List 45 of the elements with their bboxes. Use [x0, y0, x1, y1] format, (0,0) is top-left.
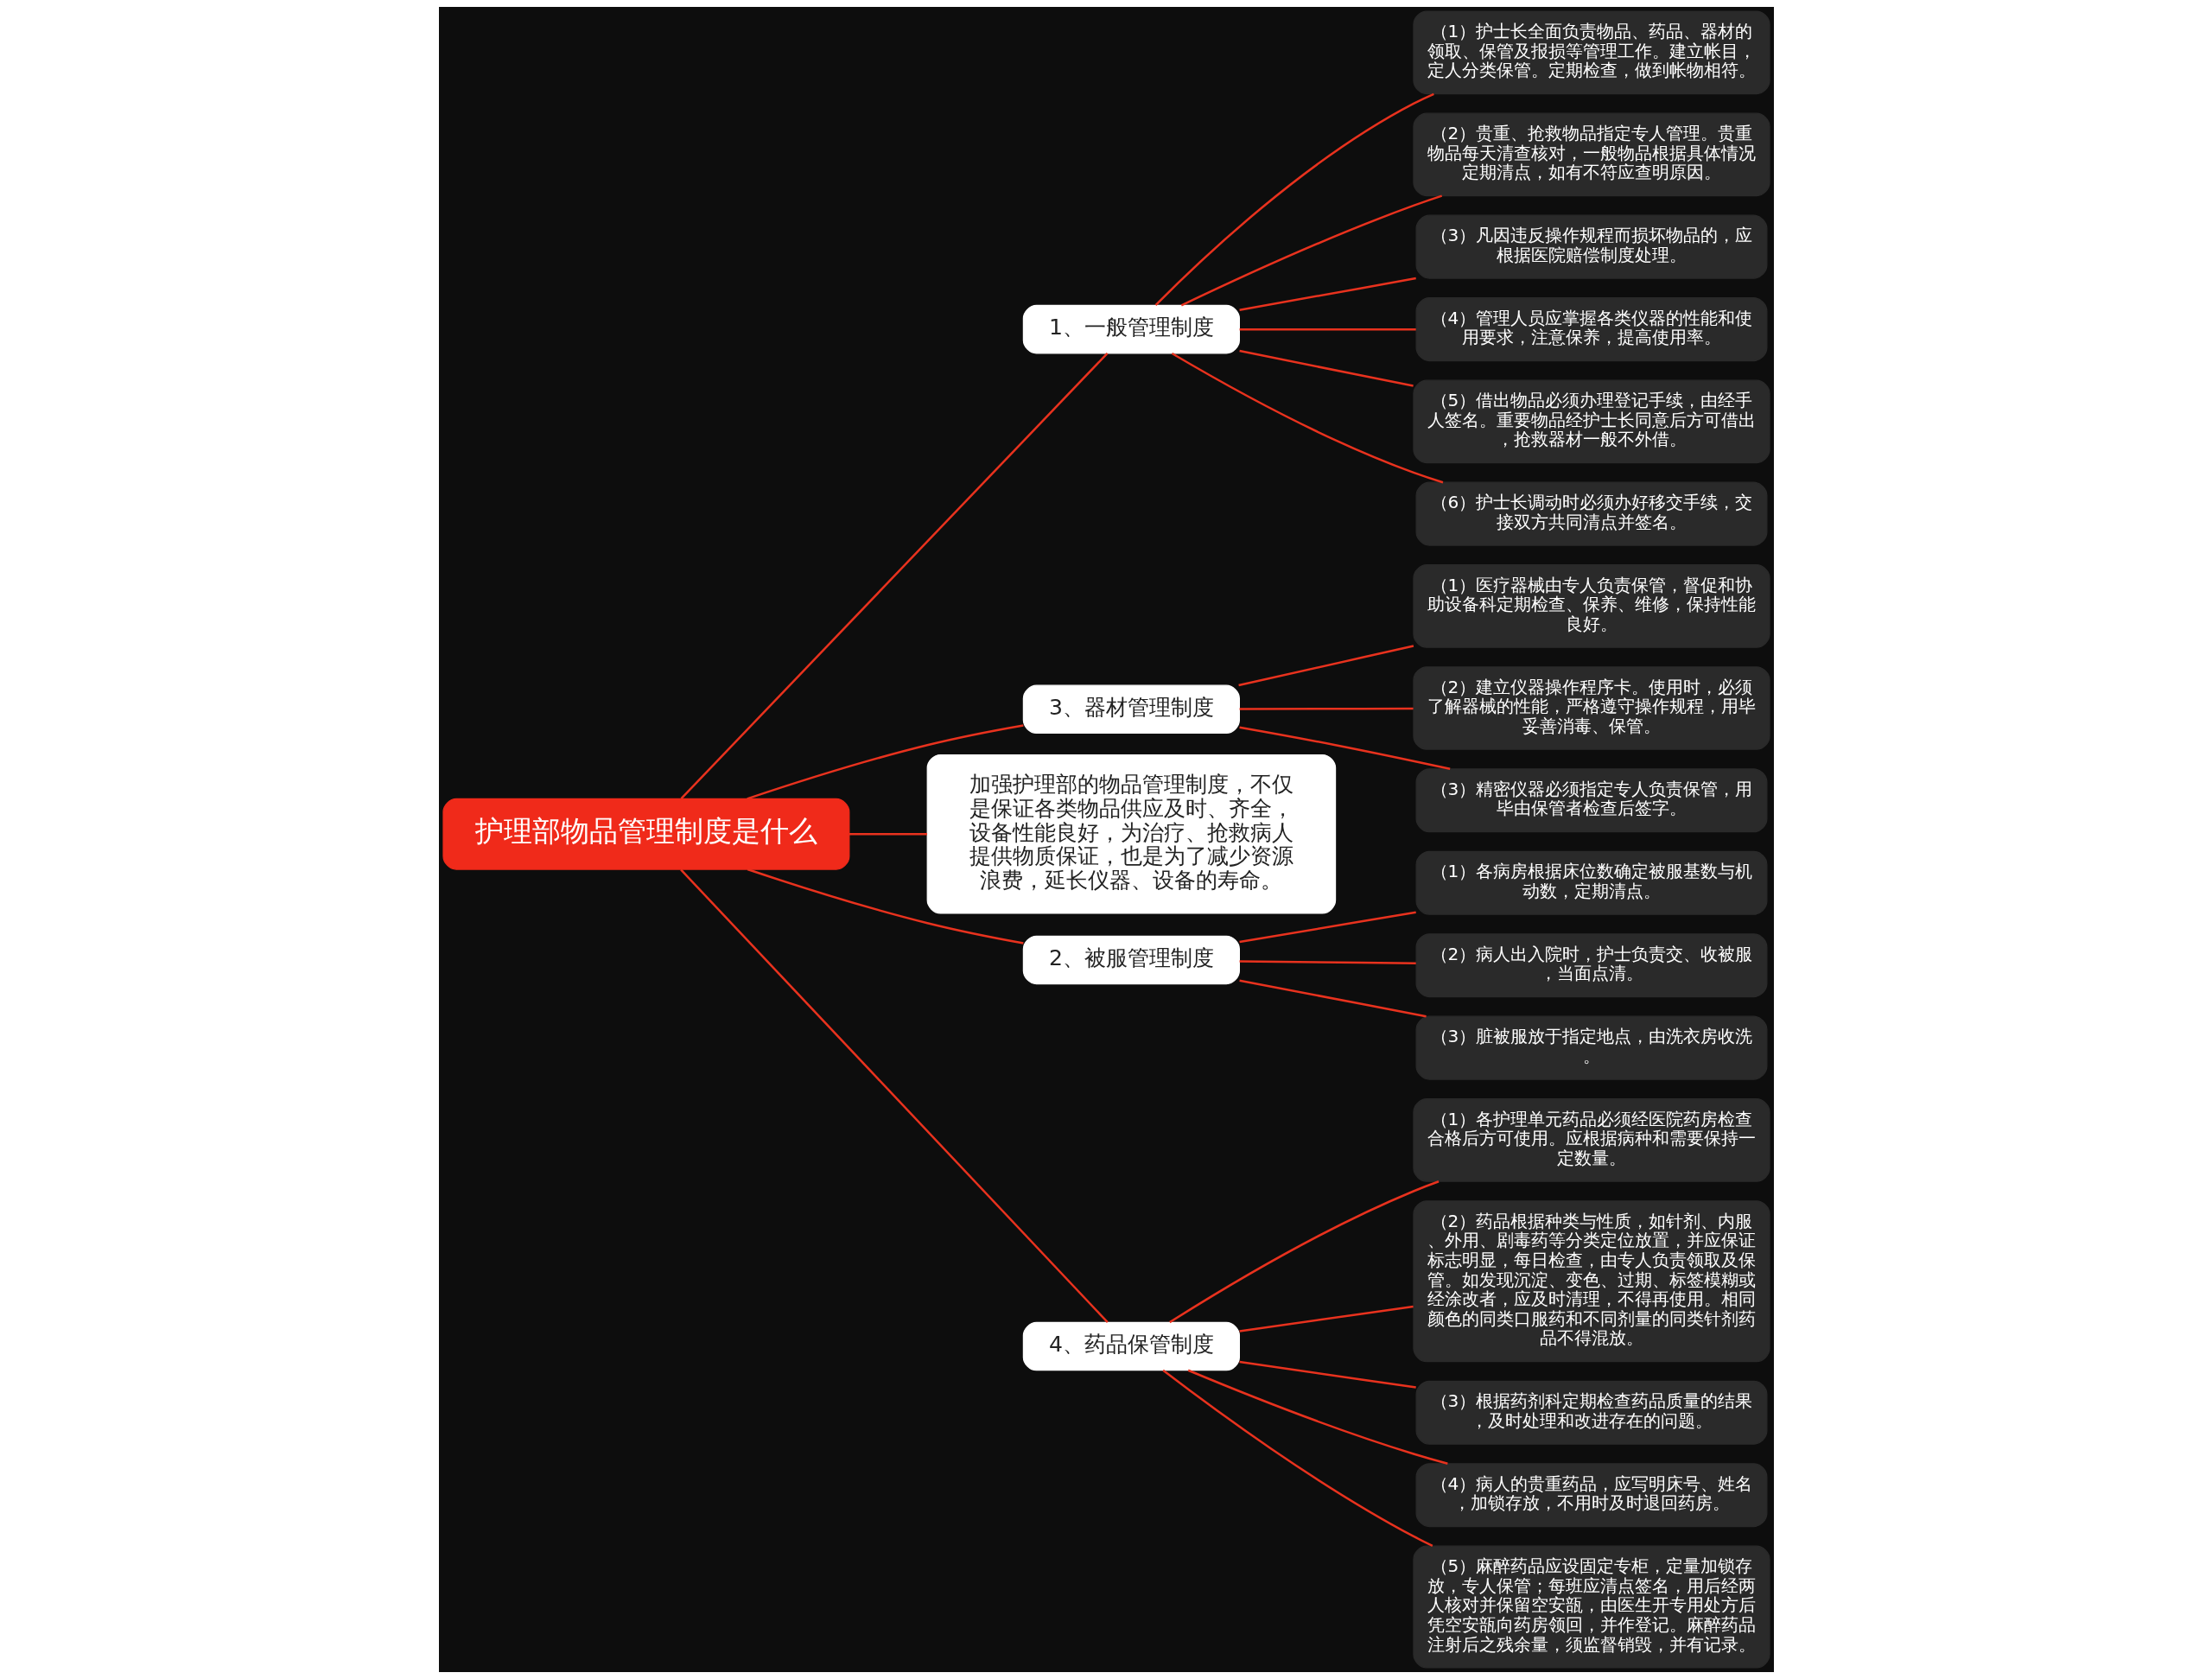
connector: [849, 832, 927, 836]
node-box: （1）护士长全面负责物品、药品、器材的领取、保管及报损等管理工作。建立帐目，定人分类保管。定期检查，做到帐物相符。: [1412, 10, 1770, 95]
node-box: （6）护士长调动时必须办好移交手续，交接双方共同清点并签名。: [1415, 481, 1767, 546]
node-box: 2、被服管理制度: [1022, 935, 1240, 985]
connector: [1238, 911, 1416, 944]
connector: [1239, 960, 1416, 965]
node-box: （1）医疗器械由专人负责保管，督促和协助设备科定期检查、保养、维修，保持性能良好。: [1412, 564, 1770, 648]
connector: [1238, 1360, 1416, 1389]
node-box: （2）建立仪器操作程序卡。使用时，必须了解器械的性能，严格遵守操作规程，用毕妥善消毒、保管。: [1412, 666, 1770, 750]
connector: [1161, 1369, 1433, 1548]
connector: [746, 724, 1024, 800]
connector: [1238, 1305, 1414, 1332]
connector: [1238, 277, 1416, 312]
connector: [679, 868, 1109, 1324]
connector: [680, 353, 1108, 799]
node-box: 加强护理部的物品管理制度，不仅是保证各类物品供应及时、齐全，设备性能良好，为治疗、抢救病人提供物质保证，也是为了减少资源浪费，延长仪器、设备的寿命。: [926, 754, 1336, 914]
node-box: （4）病人的贵重药品，应写明床号、姓名，加锁存放，不用时及时退回药房。: [1415, 1463, 1767, 1528]
node-box: （1）各护理单元药品必须经医院药房检查合格后方可使用。应根据病种和需要保持一定数量。: [1412, 1098, 1770, 1182]
connector: [1238, 726, 1450, 771]
connector: [1239, 707, 1414, 710]
connector: [1154, 92, 1434, 307]
node-box: 1、一般管理制度: [1022, 304, 1240, 354]
node-box: （3）根据药剂科定期检查药品质量的结果，及时处理和改进存在的问题。: [1415, 1380, 1767, 1445]
node-box: （4）管理人员应掌握各类仪器的性能和使用要求，注意保养，提高使用率。: [1415, 297, 1767, 362]
node-box: （2）病人出入院时，护士负责交、收被服，当面点清。: [1415, 933, 1767, 998]
connector: [747, 868, 1024, 944]
node-box: （1）各病房根据床位数确定被服基数与机动数，定期清点。: [1415, 850, 1767, 915]
node-box: 3、器材管理制度: [1022, 684, 1240, 735]
node-box: （5）借出物品必须办理登记手续，由经手人签名。重要物品经护士长同意后方可借出，抢救器材一般不外借。: [1412, 379, 1770, 464]
node-box: 4、药品保管制度: [1022, 1321, 1240, 1371]
node-box: （2）药品根据种类与性质，如针剂、内服、外用、剧毒药等分类定位放置，并应保证标志明显，每日检查，由专人负责领取及保管。如发现沉淀、变色、过期、标签模糊或经涂改者，应及时清理，不得再使用。相同颜色的同类口服药和不同剂量的同类针剂药品不得混放。: [1412, 1200, 1770, 1363]
connector: [1171, 352, 1443, 484]
node-box: 护理部物品管理制度是什么: [442, 798, 849, 870]
node-box: （3）脏被服放于指定地点，由洗衣房收洗。: [1415, 1015, 1767, 1080]
connector: [1237, 645, 1414, 687]
node-box: （3）凡因违反操作规程而损坏物品的，应根据医院赔偿制度处理。: [1415, 214, 1767, 279]
node-box: （3）精密仪器必须指定专人负责保管，用毕由保管者检查后签字。: [1415, 768, 1767, 833]
connector: [1239, 328, 1416, 331]
node-box: （5）麻醉药品应设固定专柜，定量加锁存放，专人保管；每班应清点签名，用后经两人核对并保留空安瓿，由医生开专用处方后凭空安瓿向药房领回，并作登记。麻醉药品注射后之残余量，须监督销毁，并有记录。: [1412, 1545, 1770, 1669]
connector: [1238, 979, 1427, 1018]
connector: [1168, 1180, 1439, 1324]
node-box: （2）贵重、抢救物品指定专人管理。贵重物品每天清查核对，一般物品根据具体情况定期清点，如有不符应查明原因。: [1412, 112, 1770, 197]
connector: [1187, 1369, 1448, 1465]
connector: [1180, 194, 1442, 307]
connector: [1238, 349, 1414, 387]
